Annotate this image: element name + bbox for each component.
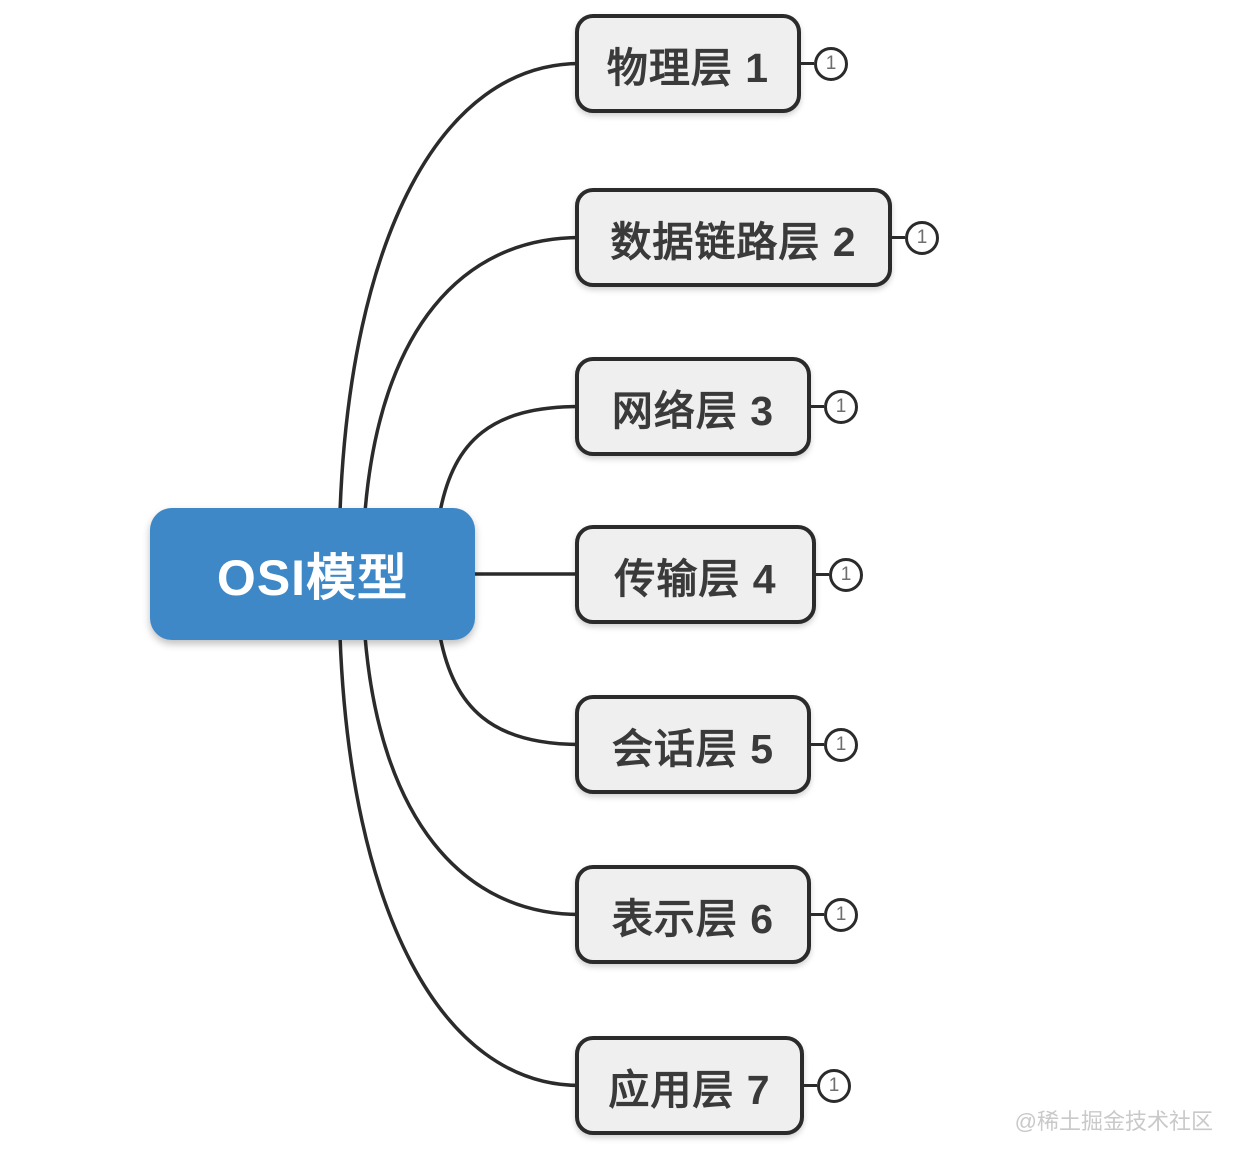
- branch-physical-layer: 物理层 1 1: [575, 14, 848, 113]
- branch-application-layer: 应用层 7 1: [575, 1036, 851, 1135]
- connector-presentation-layer: [363, 634, 582, 917]
- topic-label: 网络层 3: [611, 387, 775, 434]
- topic-label: 数据链路层 2: [610, 218, 857, 265]
- badge-connector-stub: [801, 61, 814, 66]
- connector-session-layer: [438, 634, 582, 747]
- numbering-badge[interactable]: 1: [824, 389, 858, 424]
- root-topic-label: OSI模型: [216, 550, 409, 606]
- root-topic-osi-model[interactable]: OSI模型: [150, 508, 475, 640]
- topic-application-layer[interactable]: 应用层 7: [575, 1036, 804, 1135]
- branch-network-layer: 网络层 3 1: [575, 357, 858, 456]
- numbering-badge[interactable]: 1: [905, 220, 939, 255]
- connector-physical-layer: [338, 61, 582, 514]
- numbering-badge[interactable]: 1: [824, 727, 858, 762]
- topic-datalink-layer[interactable]: 数据链路层 2: [575, 188, 892, 287]
- topic-label: 物理层 1: [606, 44, 770, 91]
- branch-transport-layer: 传输层 4 1: [575, 525, 863, 624]
- branch-datalink-layer: 数据链路层 2 1: [575, 188, 939, 287]
- badge-connector-stub: [811, 912, 824, 917]
- topic-label: 表示层 6: [611, 895, 775, 942]
- badge-connector-stub: [804, 1083, 817, 1088]
- branch-session-layer: 会话层 5 1: [575, 695, 858, 794]
- topic-label: 传输层 4: [614, 555, 777, 602]
- topic-label: 应用层 7: [608, 1066, 771, 1113]
- numbering-badge[interactable]: 1: [817, 1068, 851, 1103]
- badge-connector-stub: [892, 235, 905, 240]
- badge-connector-stub: [816, 572, 829, 577]
- topic-presentation-layer[interactable]: 表示层 6: [575, 865, 811, 964]
- connector-network-layer: [438, 404, 582, 514]
- connector-datalink-layer: [363, 235, 582, 514]
- topic-physical-layer[interactable]: 物理层 1: [575, 14, 801, 113]
- topic-transport-layer[interactable]: 传输层 4: [575, 525, 816, 624]
- badge-connector-stub: [811, 742, 824, 747]
- numbering-badge[interactable]: 1: [829, 557, 863, 592]
- watermark-text: @稀土掘金技术社区: [1014, 1109, 1213, 1134]
- branch-presentation-layer: 表示层 6 1: [575, 865, 858, 964]
- topic-session-layer[interactable]: 会话层 5: [575, 695, 811, 794]
- connector-application-layer: [338, 634, 582, 1088]
- numbering-badge[interactable]: 1: [824, 897, 858, 932]
- topic-network-layer[interactable]: 网络层 3: [575, 357, 811, 456]
- numbering-badge[interactable]: 1: [814, 46, 848, 81]
- badge-connector-stub: [811, 404, 824, 409]
- topic-label: 会话层 5: [611, 725, 775, 772]
